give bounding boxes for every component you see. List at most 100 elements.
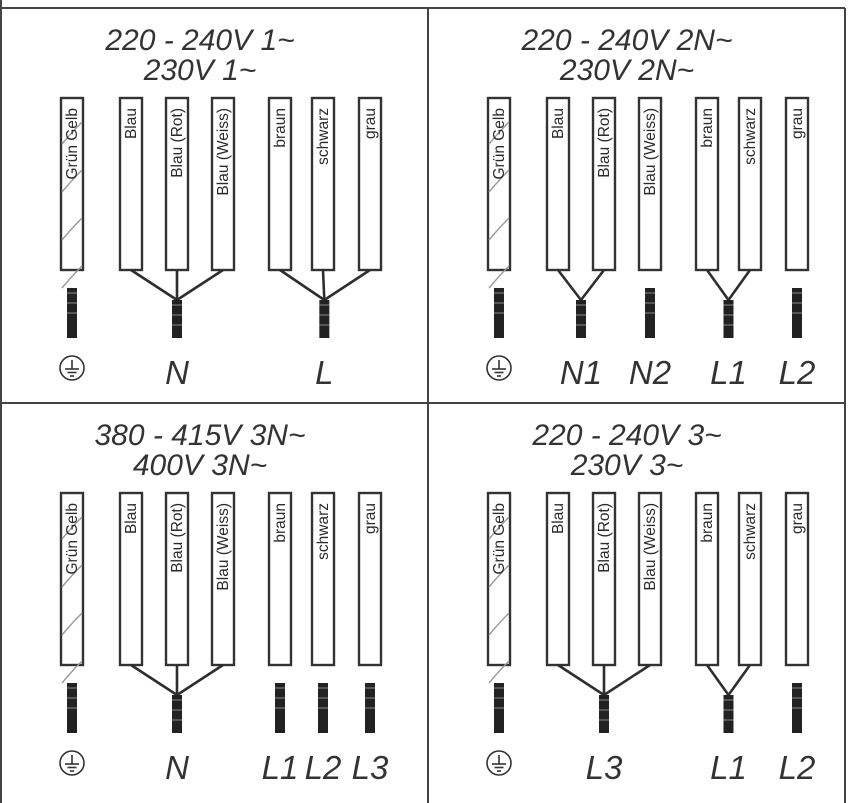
- terminal-label: L2: [779, 354, 816, 391]
- ground-icon: [59, 355, 85, 381]
- wire-color-label: grau: [789, 108, 806, 139]
- wire: Blau (Weiss): [210, 96, 236, 272]
- wire-color-label: Blau (Rot): [596, 503, 613, 573]
- terminal-group: N2: [629, 288, 671, 391]
- terminal-label: L1: [262, 749, 299, 786]
- voltage-subtitle: 230V 1~: [143, 54, 257, 87]
- wire: braun: [267, 491, 293, 667]
- wire: schwarz: [310, 491, 336, 667]
- terminal-group: [59, 288, 85, 381]
- cable-plug: [723, 300, 734, 338]
- ground-icon: [486, 355, 512, 381]
- cable-plug: [723, 695, 734, 733]
- wire: grau: [357, 491, 383, 667]
- voltage-title: 220 - 240V 3~: [531, 419, 721, 452]
- terminal-group: [59, 683, 85, 776]
- ground-icon: [59, 750, 85, 776]
- voltage-subtitle: 400V 3N~: [133, 449, 267, 482]
- terminal-label: L1: [710, 749, 747, 786]
- terminal-group: [486, 288, 512, 381]
- wire-color-label: Blau (Rot): [169, 503, 186, 573]
- terminal-group: N: [130, 663, 224, 786]
- earth-wire: Grün Gelb: [486, 491, 512, 684]
- wire: Blau (Rot): [164, 96, 190, 272]
- wire: braun: [694, 491, 720, 667]
- wire-color-label: Grün Gelb: [491, 108, 508, 180]
- terminal-group: L2: [779, 683, 816, 786]
- wire-color-label: Blau: [550, 503, 567, 534]
- wire-color-label: braun: [272, 503, 289, 543]
- wire: Blau (Rot): [591, 491, 617, 667]
- earth-wire: Grün Gelb: [486, 96, 512, 289]
- wire: Blau: [118, 491, 144, 667]
- voltage-title: 380 - 415V 3N~: [95, 419, 306, 452]
- wire-color-label: Blau: [123, 108, 140, 139]
- wiring-panel-3: 380 - 415V 3N~400V 3N~ Grün Gelb Blau Blau …: [59, 419, 389, 786]
- cable-plug: [172, 300, 182, 338]
- wire: Blau: [118, 96, 144, 272]
- wire: grau: [357, 96, 383, 272]
- terminal-group: N: [130, 268, 224, 391]
- wire-color-label: braun: [272, 108, 289, 148]
- terminal-group: L1: [705, 269, 752, 391]
- earth-wire: Grün Gelb: [59, 491, 85, 684]
- wire: Blau (Weiss): [637, 491, 663, 667]
- wire: grau: [784, 491, 810, 667]
- wire-color-label: Blau (Weiss): [642, 503, 659, 591]
- wire-color-label: grau: [362, 503, 379, 534]
- wire-color-label: schwarz: [315, 108, 332, 165]
- terminal-group: L: [279, 268, 371, 391]
- cable-plug: [319, 300, 330, 338]
- terminal-group: [486, 683, 512, 776]
- wire-color-label: Blau (Weiss): [215, 503, 232, 591]
- earth-wire: Grün Gelb: [59, 96, 85, 289]
- ground-icon: [486, 750, 512, 776]
- wire: Blau: [545, 96, 571, 272]
- terminal-group: L2: [305, 683, 342, 786]
- terminal-group: L2: [779, 288, 816, 391]
- wire-color-label: Blau (Rot): [596, 108, 613, 178]
- terminal-label: L1: [710, 354, 747, 391]
- wire-color-label: Blau (Weiss): [215, 108, 232, 196]
- wire: schwarz: [737, 96, 763, 272]
- wire: Blau: [545, 491, 571, 667]
- wire: braun: [694, 96, 720, 272]
- wire: schwarz: [310, 96, 336, 272]
- terminal-label: N: [165, 354, 189, 391]
- terminal-label: L3: [586, 749, 623, 786]
- wire-color-label: grau: [362, 108, 379, 139]
- wire-color-label: Blau: [550, 108, 567, 139]
- wire: Blau (Weiss): [210, 491, 236, 667]
- wire-color-label: braun: [699, 108, 716, 148]
- terminal-label: N: [165, 749, 189, 786]
- terminal-group: N1: [556, 269, 606, 391]
- voltage-title: 220 - 240V 2N~: [521, 24, 733, 57]
- wire: Blau (Weiss): [637, 96, 663, 272]
- terminal-label: L3: [352, 749, 389, 786]
- cable-plug: [172, 695, 182, 733]
- wire: Blau (Rot): [164, 491, 190, 667]
- terminal-group: L1: [705, 664, 752, 786]
- wire-color-label: schwarz: [742, 503, 759, 560]
- voltage-title: 220 - 240V 1~: [104, 24, 294, 57]
- terminal-label: L2: [305, 749, 342, 786]
- wire-color-label: Grün Gelb: [491, 503, 508, 575]
- wire-color-label: schwarz: [315, 503, 332, 560]
- wire-color-label: Blau (Weiss): [642, 108, 659, 196]
- wire: Blau (Rot): [591, 96, 617, 272]
- terminal-label: L2: [779, 749, 816, 786]
- wiring-panel-1: 220 - 240V 1~230V 1~ Grün Gelb Blau Blau (R…: [59, 24, 383, 391]
- terminal-group: L3: [352, 683, 389, 786]
- terminal-label: N2: [629, 354, 671, 391]
- wire-color-label: schwarz: [742, 108, 759, 165]
- wire: braun: [267, 96, 293, 272]
- wire: grau: [784, 96, 810, 272]
- cable-plug: [599, 695, 609, 733]
- wire-color-label: Blau (Rot): [169, 108, 186, 178]
- wire-color-label: Grün Gelb: [64, 503, 81, 575]
- wire-color-label: grau: [789, 503, 806, 534]
- voltage-subtitle: 230V 2N~: [559, 54, 694, 87]
